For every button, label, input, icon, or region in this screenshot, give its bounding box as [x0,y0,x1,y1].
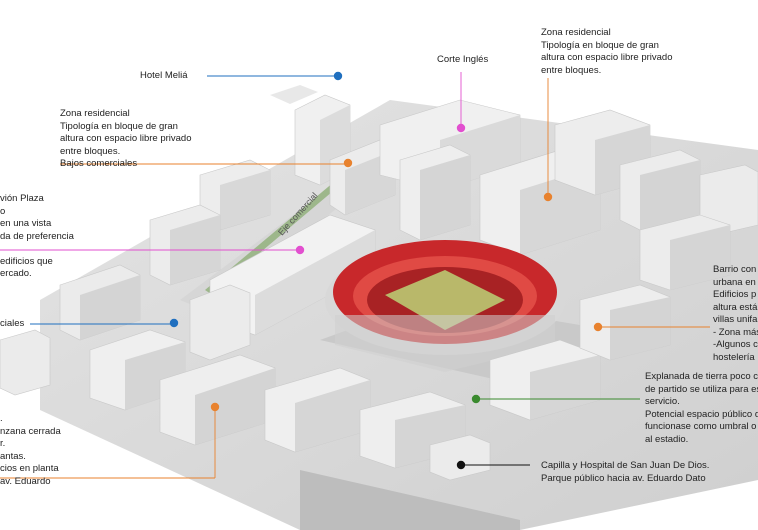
zona-right-line: entre bloques. [541,65,673,78]
label-corte: Corte Inglés [437,54,488,67]
barrio-line: urbana en [713,277,758,290]
manzana-line: nzana cerrada [0,426,61,439]
zona-left-line: entre bloques. [60,146,192,159]
explanada-line: al estadio. [645,434,758,447]
label-pabellon: vión Plaza o en una vista da de preferen… [0,193,74,281]
marker-ciales [170,319,178,327]
label-zona-left: Zona residencial Tipología en bloque de … [60,108,192,171]
explanada-line: Potencial espacio público d [645,409,758,422]
marker-zona-left [344,159,352,167]
capilla-line: Capilla y Hospital de San Juan De Dios. [541,460,709,473]
pabellon-line [0,243,74,256]
pabellon-line: vión Plaza [0,193,74,206]
zona-right-line: Zona residencial [541,27,673,40]
label-explanada: Explanada de tierra poco cu de partido s… [645,371,758,446]
zona-left-line: altura con espacio libre privado [60,133,192,146]
manzana-line: cios en planta [0,463,61,476]
label-ciales: ciales [0,318,24,331]
explanada-line: servicio. [645,396,758,409]
manzana-line: antas. [0,451,61,464]
label-capilla: Capilla y Hospital de San Juan De Dios. … [541,460,709,485]
marker-corte [457,124,465,132]
marker-zona-right [544,193,552,201]
explanada-line: funcionase como umbral o [645,421,758,434]
label-hotel: Hotel Meliá [140,70,188,83]
zona-left-line: Tipología en bloque de gran [60,121,192,134]
barrio-line: Edificios p [713,289,758,302]
zona-left-line: Zona residencial [60,108,192,121]
pabellon-line: edificios que [0,256,74,269]
manzana-line: r. [0,438,61,451]
pabellon-line: o [0,206,74,219]
marker-pabellon [296,246,304,254]
barrio-line: villas unifa [713,314,758,327]
marker-hotel [334,72,342,80]
marker-manzana [211,403,219,411]
label-manzana: . nzana cerrada r. antas. cios en planta… [0,413,61,488]
zona-right-line: altura con espacio libre privado [541,52,673,65]
marker-capilla [457,461,465,469]
zona-left-line: Bajos comerciales [60,158,192,171]
capilla-line: Parque público hacia av. Eduardo Dato [541,473,709,486]
barrio-line: altura está [713,302,758,315]
pabellon-line: ercado. [0,268,74,281]
barrio-line: - Zona más [713,327,758,340]
explanada-line: Explanada de tierra poco cu [645,371,758,384]
manzana-line: av. Eduardo [0,476,61,489]
marker-explanada [472,395,480,403]
label-zona-right: Zona residencial Tipología en bloque de … [541,27,673,77]
pabellon-line: en una vista [0,218,74,231]
manzana-line: . [0,413,61,426]
barrio-line: -Algunos c [713,339,758,352]
label-barrio: Barrio con urbana en Edificios p altura … [713,264,758,364]
marker-barrio [594,323,602,331]
barrio-line: Barrio con [713,264,758,277]
explanada-line: de partido se utiliza para es [645,384,758,397]
zona-right-line: Tipología en bloque de gran [541,40,673,53]
barrio-line: hostelería [713,352,758,365]
pabellon-line: da de preferencia [0,231,74,244]
